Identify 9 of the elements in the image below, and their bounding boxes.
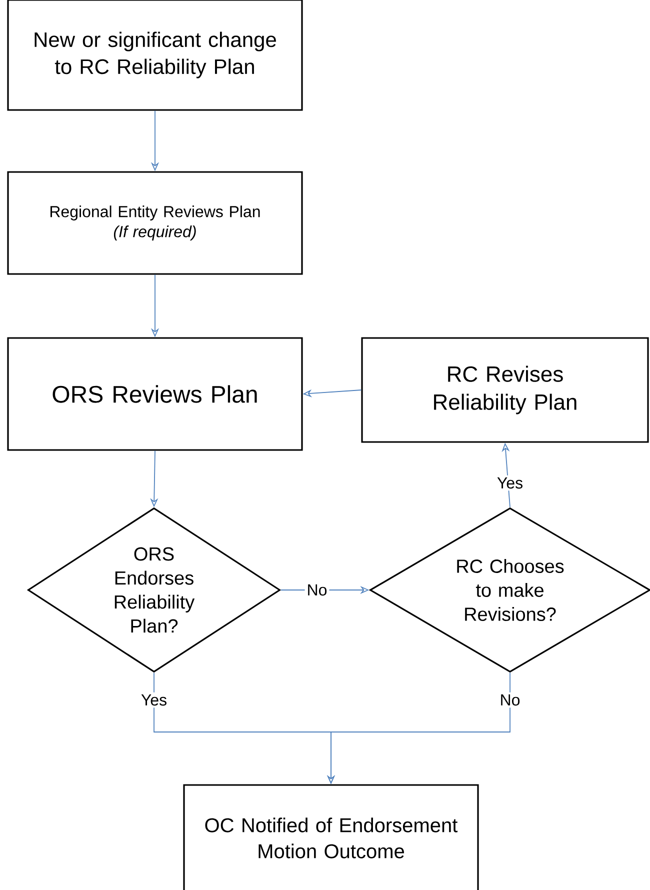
edge-label: No <box>498 692 522 708</box>
edge-label: No <box>304 582 330 598</box>
edge-label: Yes <box>494 475 526 491</box>
process-box: RC Revises Reliability Plan <box>361 337 649 443</box>
process-box: OC Notified of Endorsement Motion Outcome <box>183 784 479 890</box>
process-box: New or significant change to RC Reliability Plan <box>7 0 303 111</box>
edge-label: Yes <box>138 692 170 708</box>
process-box: ORS Reviews Plan <box>7 337 303 451</box>
process-box: Regional Entity Reviews Plan (If required) <box>7 171 303 275</box>
